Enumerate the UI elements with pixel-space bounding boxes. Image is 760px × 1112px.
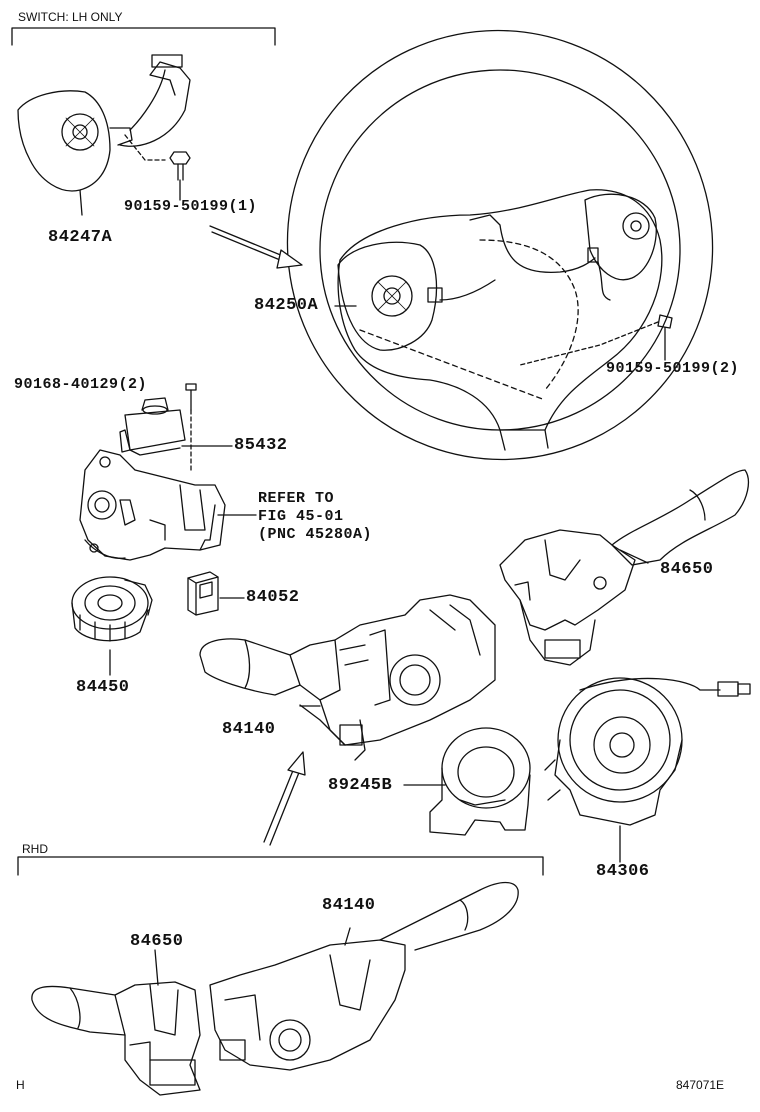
cover-89245B xyxy=(429,727,531,836)
corner-mark: H xyxy=(16,1078,25,1092)
label-84247A: 84247A xyxy=(48,228,113,247)
header-rhd: RHD xyxy=(22,842,48,856)
lock-housing xyxy=(79,449,226,561)
figure-id: 847071E xyxy=(676,1078,725,1092)
label-84140: 84140 xyxy=(222,720,276,739)
connector-84052 xyxy=(187,571,219,616)
lh-only-bracket xyxy=(11,27,276,46)
label-84140-rhd: 84140 xyxy=(322,896,376,915)
switch-84650-rhd xyxy=(31,981,201,1096)
bolt-90168 xyxy=(185,383,197,471)
steering-wheel xyxy=(286,29,714,461)
switch-84140 xyxy=(199,594,496,761)
label-85432: 85432 xyxy=(234,436,288,455)
label-84650-rhd: 84650 xyxy=(130,932,184,951)
label-84306: 84306 xyxy=(596,862,650,881)
refer-line-2: FIG 45-01 xyxy=(258,508,344,525)
label-90159-50199-1: 90159-50199(1) xyxy=(124,198,258,215)
bolt-90159-1 xyxy=(169,151,191,201)
refer-line-3: (PNC 45280A) xyxy=(258,526,373,543)
label-84450: 84450 xyxy=(76,678,130,697)
label-90168-40129: 90168-40129(2) xyxy=(14,376,148,393)
switch-84650 xyxy=(499,469,749,666)
rhd-bracket xyxy=(17,856,544,876)
sensor-85432 xyxy=(119,397,186,456)
label-84250A: 84250A xyxy=(254,296,319,315)
switch-84140-rhd xyxy=(209,881,519,1071)
label-84052: 84052 xyxy=(246,588,300,607)
label-89245B: 89245B xyxy=(328,776,393,795)
arrow-to-84140 xyxy=(263,751,306,846)
arrow-to-wheel xyxy=(209,225,303,269)
ring-84450 xyxy=(71,576,153,642)
spiral-84306 xyxy=(544,677,751,826)
label-84650: 84650 xyxy=(660,560,714,579)
switch-84247A xyxy=(17,54,191,216)
header-switch-lh-only: SWITCH: LH ONLY xyxy=(18,10,123,24)
bolt-90159-2 xyxy=(519,314,673,366)
label-90159-50199-2: 90159-50199(2) xyxy=(606,360,740,377)
refer-line-1: REFER TO xyxy=(258,490,335,507)
